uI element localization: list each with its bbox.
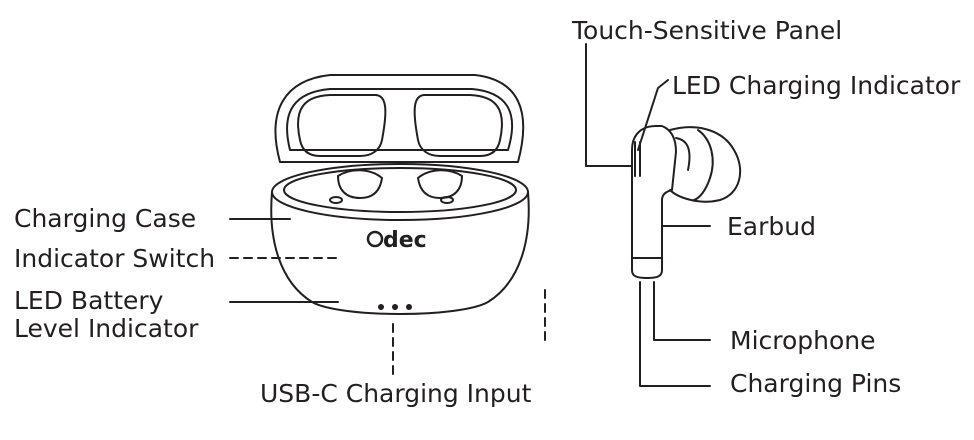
label-earbud: Earbud — [727, 212, 816, 241]
label-led-charging: LED Charging Indicator — [672, 71, 961, 100]
leader-line-charging-pins — [639, 281, 711, 387]
label-usb-c: USB-C Charging Input — [260, 379, 532, 408]
label-led-battery-line2: Level Indicator — [14, 314, 199, 343]
leader-line-led-charging — [637, 79, 669, 151]
label-charging-case: Charging Case — [14, 204, 197, 233]
led-battery-dots — [378, 304, 412, 310]
label-charging-pins: Charging Pins — [730, 369, 902, 398]
brand-logo-text: dec — [383, 228, 427, 253]
earbud-drawing — [631, 125, 742, 279]
charging-case-lid — [274, 74, 525, 163]
charging-case-body — [270, 163, 530, 315]
label-microphone: Microphone — [730, 326, 876, 355]
label-touch-panel: Touch-Sensitive Panel — [572, 16, 843, 45]
brand-logo-mark — [366, 230, 384, 248]
leader-line-touch-panel — [585, 43, 633, 167]
label-indicator-switch: Indicator Switch — [14, 244, 216, 273]
label-led-battery-line1: LED Battery — [14, 286, 164, 315]
leader-line-microphone — [653, 281, 711, 341]
